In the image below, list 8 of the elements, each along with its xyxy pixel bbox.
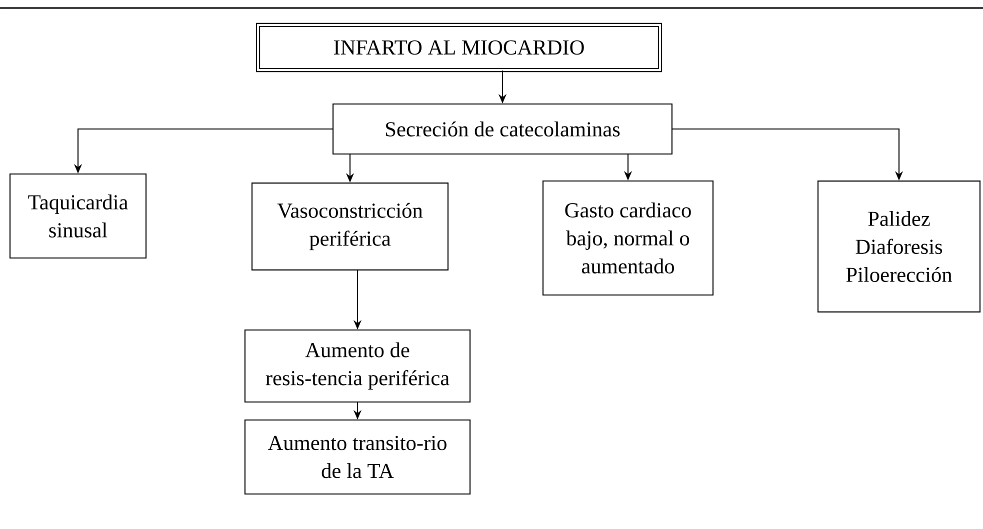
process-box: Vasoconstricción periférica (251, 182, 449, 270)
process-box: Palidez Diaforesis Piloerección (817, 180, 981, 312)
title-box: INFARTO AL MIOCARDIO (256, 22, 662, 72)
process-box: Taquicardia sinusal (9, 173, 147, 259)
process-box: Gasto cardiaco bajo, normal o aumentado (542, 180, 714, 296)
process-box: Secreción de catecolaminas (332, 103, 672, 155)
process-box: Aumento transito-rio de la TA (244, 419, 471, 495)
process-box: Aumento de resis-tencia periférica (244, 329, 471, 403)
